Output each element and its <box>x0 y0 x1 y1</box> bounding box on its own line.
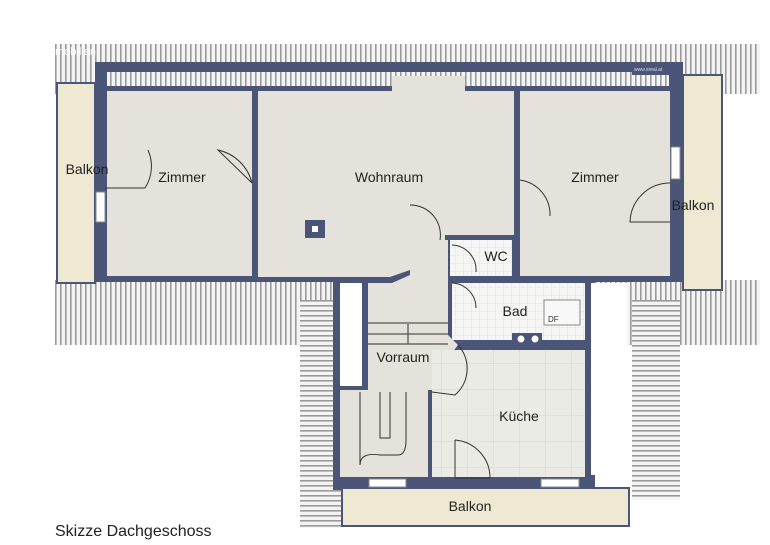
stair-area <box>340 390 428 477</box>
label-zimmer-left: Zimmer <box>158 169 206 185</box>
label-wohnraum: Wohnraum <box>355 169 423 185</box>
door-balkon-right <box>629 182 671 223</box>
label-kueche: Küche <box>499 408 539 424</box>
label-balkon-right: Balkon <box>672 197 715 213</box>
stairs-u <box>359 392 407 466</box>
window <box>540 478 580 488</box>
balkon-right <box>682 74 723 291</box>
balkon-left <box>56 82 96 284</box>
roof-left <box>55 280 335 345</box>
window <box>95 191 106 223</box>
door-bad <box>451 282 477 309</box>
label-balkon-bottom: Balkon <box>449 498 492 514</box>
door-wc <box>451 244 477 273</box>
room-zimmer-right <box>520 91 670 276</box>
label-zimmer-right: Zimmer <box>571 169 619 185</box>
window <box>670 146 681 180</box>
balkon-bottom <box>341 487 630 527</box>
label-balkon-left: Balkon <box>66 161 109 177</box>
door-zimmer-left <box>216 149 253 184</box>
room-wc <box>450 240 512 276</box>
door-kueche <box>431 344 468 396</box>
door-balkon-bottom <box>454 439 491 479</box>
plan-title: Skizze Dachgeschoss <box>55 523 212 540</box>
watermark-text: mobilien <box>55 46 96 58</box>
stairs-upper <box>368 322 448 345</box>
roof-dormer-right <box>632 300 680 500</box>
bathtub-df <box>543 299 581 326</box>
label-bad: Bad <box>503 303 528 319</box>
door-balkon-left <box>105 149 152 189</box>
window <box>368 478 407 488</box>
label-wc: WC <box>484 248 507 264</box>
label-vorraum: Vorraum <box>377 349 430 365</box>
door-zimmer-right <box>519 179 551 217</box>
room-kueche <box>432 350 585 477</box>
door-wohnraum <box>409 204 441 241</box>
label-df: DF <box>548 315 559 324</box>
website-text: www.sreal.at <box>634 67 663 73</box>
room-zimmer-left <box>107 91 252 276</box>
